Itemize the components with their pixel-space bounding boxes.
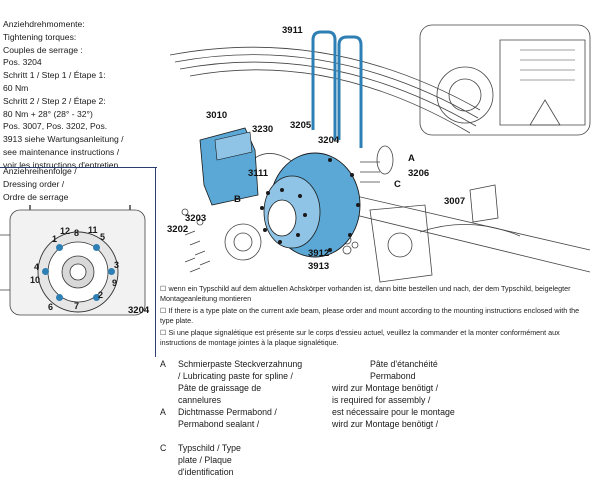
torque-line: 80 Nm + 28° (28° - 32°) <box>3 108 93 119</box>
u-bolt-right <box>337 35 363 148</box>
callout-3203: 3203 <box>185 213 207 224</box>
differential-housing <box>419 24 591 136</box>
brake-caliper <box>369 204 433 283</box>
callout-a: A <box>408 153 415 164</box>
legend-key: C <box>160 443 167 453</box>
legend: A Schmierpaste Steckverzahnung / Lubrica… <box>160 358 600 478</box>
bolt-marker <box>108 268 115 275</box>
legend-text: Permabond <box>370 371 416 381</box>
torque-line: Schritt 2 / Step 2 / Étape 2: <box>3 95 106 106</box>
callout-3205: 3205 <box>290 120 312 131</box>
legend-key: A <box>160 407 166 417</box>
legend-text: Pâte d'étanchéité <box>370 359 438 369</box>
sequence-number: 9 <box>112 278 118 288</box>
torque-line: 3913 siehe Wartungsanleitung / <box>3 134 124 145</box>
legend-text: / Lubricating paste for spline / <box>178 371 293 381</box>
callout-c: C <box>394 179 401 190</box>
note-fr: ☐ Si une plaque signalétique est présent… <box>160 328 560 347</box>
legend-col2: Pâte d'étanchéité Permabond wird zur Mon… <box>332 358 572 430</box>
legend-text: est nécessaire pour le montage <box>332 407 455 417</box>
brake-cylinder <box>199 127 259 206</box>
callout-3913: 3913 <box>308 261 330 272</box>
section-divider <box>0 167 157 168</box>
note-de: ☐ wenn ein Typschild auf dem aktuellen A… <box>160 284 571 303</box>
sequence-number: 4 <box>34 262 40 272</box>
callout-b: B <box>234 194 241 205</box>
legend-text: wird zur Montage benötigt / <box>332 419 439 429</box>
torque-line: Couples de serrage : <box>3 44 83 55</box>
torque-line: 60 Nm <box>3 82 29 93</box>
callout-3204-inset: 3204 <box>128 305 150 316</box>
legend-text: d'identification <box>178 467 234 477</box>
checkbox-icon: ☐ <box>160 328 169 337</box>
bolt-marker <box>93 294 100 301</box>
legend-text: Typschild / Type <box>178 443 241 453</box>
section-divider <box>155 167 156 357</box>
bolt-marker <box>56 244 63 251</box>
legend-text: Pâte de graissage de <box>178 383 262 393</box>
torque-line: voir les instructions d'entretien <box>3 159 119 170</box>
sequence-number: 3 <box>114 260 120 270</box>
callout-3230: 3230 <box>252 124 274 135</box>
bolt-marker <box>93 244 100 251</box>
sequence-number: 12 <box>60 226 71 236</box>
sequence-number: 5 <box>100 232 106 242</box>
callout-3202: 3202 <box>167 224 189 235</box>
order-line: Ordre de serrage <box>3 191 69 202</box>
type-plate-notes: ☐ wenn ein Typschild auf dem aktuellen A… <box>160 284 590 350</box>
bolt-marker <box>56 294 63 301</box>
legend-text: is required for assembly / <box>332 395 431 405</box>
legend-key: A <box>160 359 166 369</box>
brake-drum <box>260 152 361 258</box>
wheel-hub-inset-drawing <box>0 205 146 316</box>
tightening-order-heading: Anziehreihenfolge / Dressing order / Ord… <box>3 165 77 203</box>
torque-line: Anziehdrehmomente: <box>3 19 85 29</box>
note-en: ☐ If there is a type plate on the curren… <box>160 306 580 325</box>
u-bolt-left <box>311 30 337 140</box>
torque-line: Pos. 3204 <box>3 57 42 68</box>
sequence-number: 7 <box>74 301 80 311</box>
sequence-number: 11 <box>88 225 98 235</box>
wheel-bolts <box>184 230 211 273</box>
sequence-number: 1 <box>52 234 58 244</box>
torque-line: Tightening torques: <box>3 31 77 42</box>
callout-3007: 3007 <box>444 196 466 207</box>
legend-text: Dichtmasse Permabond / <box>178 407 277 417</box>
legend-text: wird zur Montage benötigt / <box>332 383 439 393</box>
legend-text: plate / Plaque <box>178 455 232 465</box>
checkbox-icon: ☐ <box>160 306 169 315</box>
order-line: Anziehreihenfolge / <box>3 166 77 176</box>
sequence-number: 2 <box>98 290 104 300</box>
sequence-number: 10 <box>30 275 41 285</box>
callout-3912: 3912 <box>308 248 330 259</box>
legend-text: cannelures <box>178 395 222 405</box>
sequence-number: 8 <box>74 228 80 238</box>
bolt-marker <box>42 268 49 275</box>
callout-3911: 3911 <box>282 25 303 36</box>
callout-3206: 3206 <box>408 168 430 179</box>
leaf-spring <box>169 46 481 111</box>
sequence-number: 6 <box>48 302 54 312</box>
legend-text: Permabond sealant / <box>178 419 260 429</box>
tightening-torques-block: Anziehdrehmomente: Tightening torques: C… <box>3 18 163 172</box>
callout-3111: 3111 <box>248 168 269 179</box>
torque-line: Pos. 3007, Pos. 3202, Pos. <box>3 121 108 132</box>
torque-line: see maintenance instructions / <box>3 146 120 157</box>
callout-3204: 3204 <box>318 135 340 146</box>
order-line: Dressing order / <box>3 178 65 189</box>
checkbox-icon: ☐ <box>160 284 169 293</box>
callout-3010: 3010 <box>206 110 228 121</box>
legend-text: Schmierpaste Steckverzahnung <box>178 359 303 369</box>
torque-line: Schritt 1 / Step 1 / Étape 1: <box>3 70 106 81</box>
